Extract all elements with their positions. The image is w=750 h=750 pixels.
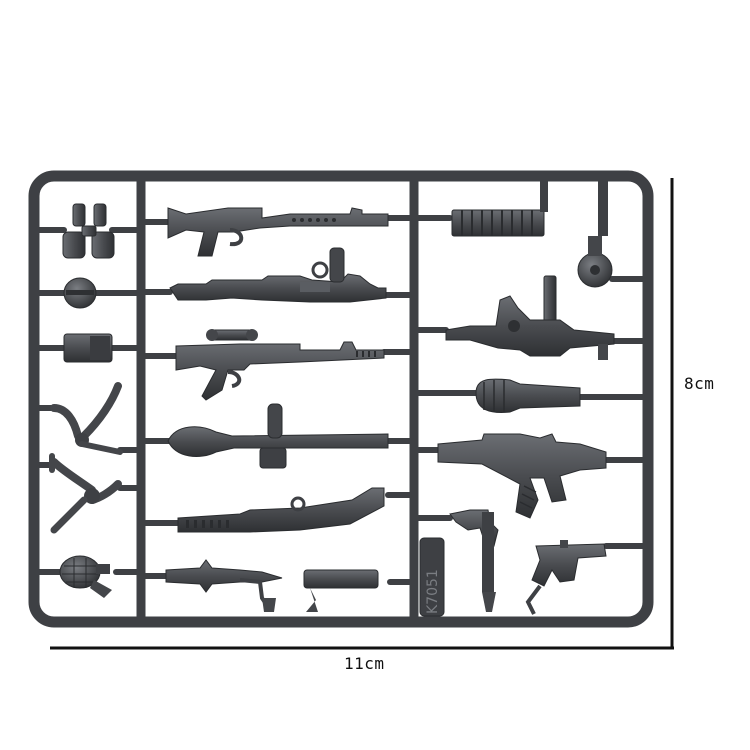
rifle-grenade-icon <box>475 378 581 413</box>
sprue-runners <box>33 215 649 585</box>
bipod-icon <box>50 382 123 455</box>
assault-rifle-icon <box>437 433 607 519</box>
knife-icon <box>165 559 283 612</box>
ammo-belt-icon <box>451 178 548 237</box>
machine-gun-icon <box>167 207 389 257</box>
lmg-icon <box>445 275 615 360</box>
shotgun-icon <box>177 487 385 533</box>
bipod-icon <box>49 453 122 534</box>
product-code-text: K7051 <box>425 569 441 614</box>
magazine-icon <box>303 569 379 612</box>
width-label: 11cm <box>344 654 385 673</box>
binoculars-icon <box>62 203 115 259</box>
sniper-rifle-icon <box>175 329 385 401</box>
grenade-icon <box>59 555 112 598</box>
height-label: 8cm <box>684 374 715 393</box>
mine-icon <box>63 277 97 309</box>
pistol-icon <box>525 540 607 615</box>
pistol-icon <box>449 509 499 612</box>
rocket-launcher-icon <box>167 403 389 469</box>
machine-gun-icon <box>169 247 387 303</box>
pouch-icon <box>63 333 113 363</box>
product-code-tab: K7051 <box>419 537 445 617</box>
drum-magazine-icon <box>577 178 613 288</box>
dimension-lines <box>50 178 674 650</box>
